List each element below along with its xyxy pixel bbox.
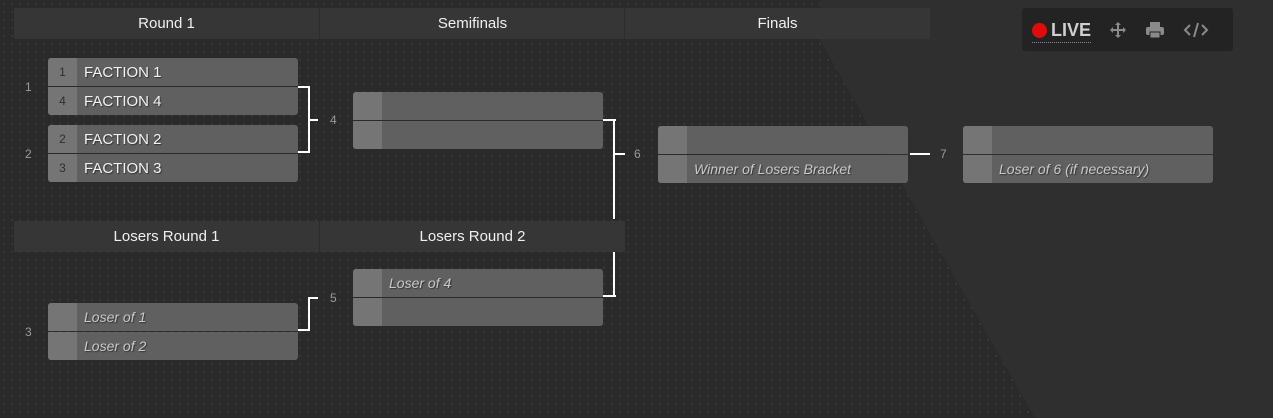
header-round-1: Round 1 <box>14 8 319 39</box>
match-slot[interactable]: Loser of 6 (if necessary) <box>963 155 1213 183</box>
seed <box>963 126 992 154</box>
bracket-connector <box>910 153 930 155</box>
match-slot[interactable]: 2 FACTION 2 <box>48 125 298 153</box>
match-slot[interactable]: 3 FACTION 3 <box>48 154 298 182</box>
header-losers-round-2: Losers Round 2 <box>319 221 625 252</box>
seed: 4 <box>48 87 77 115</box>
match-slot[interactable] <box>353 121 603 149</box>
match-number: 2 <box>25 147 32 161</box>
match-slot[interactable] <box>353 92 603 120</box>
match-number: 4 <box>330 113 337 127</box>
bracket-connector <box>298 151 310 153</box>
bracket-connector <box>613 252 615 297</box>
participant-name: FACTION 4 <box>84 92 162 110</box>
live-button[interactable]: LIVE <box>1032 19 1092 43</box>
match-1[interactable]: 1 FACTION 1 4 FACTION 4 <box>48 58 298 115</box>
match-6[interactable]: Winner of Losers Bracket <box>658 126 908 183</box>
seed <box>353 298 382 326</box>
bracket-connector <box>615 153 625 155</box>
participant-name: Winner of Losers Bracket <box>694 161 852 177</box>
match-slot[interactable]: 1 FACTION 1 <box>48 58 298 86</box>
seed: 3 <box>48 154 77 182</box>
bracket-connector <box>298 329 310 331</box>
match-slot[interactable] <box>963 126 1213 154</box>
match-3[interactable]: Loser of 1 Loser of 2 <box>48 303 298 360</box>
match-number: 7 <box>940 147 947 161</box>
match-5[interactable]: Loser of 4 <box>353 269 603 326</box>
match-number: 6 <box>634 147 641 161</box>
seed <box>353 92 382 120</box>
header-finals: Finals <box>624 8 930 39</box>
bracket-connector <box>308 86 310 153</box>
seed <box>353 269 382 297</box>
seed <box>658 155 687 183</box>
bracket-connector <box>603 119 616 121</box>
bracket-connector <box>603 295 616 297</box>
bracket-connector <box>308 297 310 331</box>
seed <box>48 332 77 360</box>
match-slot[interactable]: Winner of Losers Bracket <box>658 155 908 183</box>
live-label: LIVE <box>1051 19 1092 40</box>
match-2[interactable]: 2 FACTION 2 3 FACTION 3 <box>48 125 298 182</box>
bracket-connector <box>613 119 615 219</box>
participant-name: Loser of 2 <box>84 338 147 354</box>
participant-name: FACTION 2 <box>84 130 162 148</box>
bracket-connector <box>308 297 318 299</box>
match-number: 1 <box>25 80 32 94</box>
bracket-connector <box>310 119 318 121</box>
match-slot[interactable]: Loser of 2 <box>48 332 298 360</box>
match-4[interactable] <box>353 92 603 149</box>
match-slot[interactable]: Loser of 4 <box>353 269 603 297</box>
participant-name: Loser of 1 <box>84 309 147 325</box>
participant-name: Loser of 4 <box>389 275 452 291</box>
header-semifinals: Semifinals <box>319 8 625 39</box>
match-slot[interactable] <box>353 298 603 326</box>
participant-name: FACTION 1 <box>84 63 162 81</box>
live-dot-icon <box>1032 22 1047 38</box>
move-icon[interactable] <box>1109 21 1127 39</box>
bracket-connector <box>298 86 310 88</box>
participant-name: Loser of 6 (if necessary) <box>999 161 1150 177</box>
header-losers-round-1: Losers Round 1 <box>14 221 319 252</box>
participant-name: FACTION 3 <box>84 159 162 177</box>
seed: 2 <box>48 125 77 153</box>
seed: 1 <box>48 58 77 86</box>
toolbar: LIVE <box>1022 8 1233 51</box>
seed <box>48 303 77 331</box>
match-slot[interactable] <box>658 126 908 154</box>
match-7[interactable]: Loser of 6 (if necessary) <box>963 126 1213 183</box>
match-number: 5 <box>330 291 337 305</box>
seed <box>963 155 992 183</box>
match-slot[interactable]: Loser of 1 <box>48 303 298 331</box>
seed <box>353 121 382 149</box>
embed-code-icon[interactable] <box>1183 21 1209 39</box>
match-number: 3 <box>25 325 32 339</box>
match-slot[interactable]: 4 FACTION 4 <box>48 87 298 115</box>
seed <box>658 126 687 154</box>
print-icon[interactable] <box>1145 21 1165 39</box>
